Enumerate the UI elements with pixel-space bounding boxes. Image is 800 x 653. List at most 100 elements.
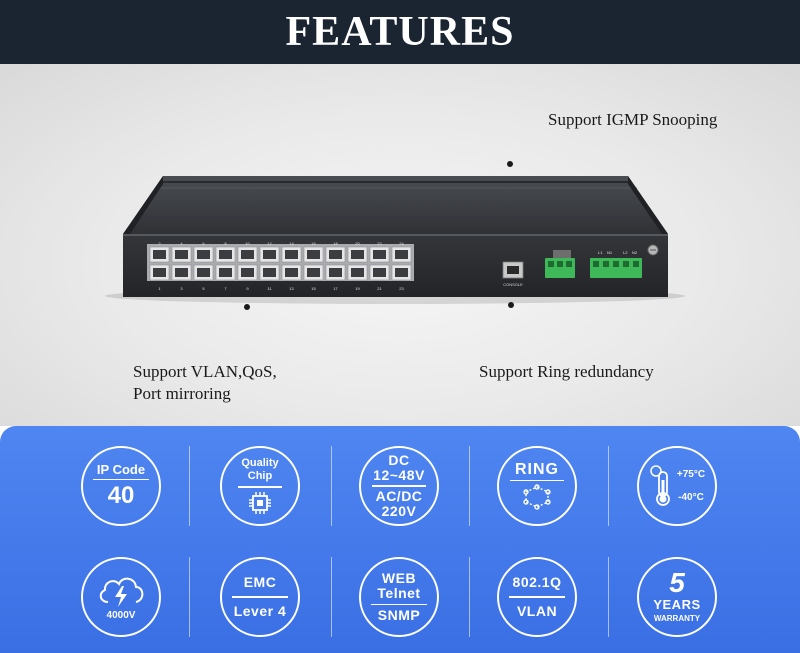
- rj45-port-socket: [395, 268, 408, 277]
- rj45-port-socket: [153, 268, 166, 277]
- port-label-bottom: 17: [333, 286, 338, 291]
- quality-line2: Chip: [247, 470, 273, 483]
- ring-topology-icon: [523, 484, 551, 510]
- port-label-top: 24: [399, 241, 404, 246]
- badge-rule: [371, 603, 427, 606]
- ip-code-title: IP Code: [96, 461, 146, 477]
- vlan-title: 802.1Q: [512, 574, 562, 591]
- rj45-port-socket: [153, 250, 166, 259]
- power-line1: DC: [388, 452, 410, 469]
- port-label-top: 6: [202, 241, 205, 246]
- rj45-port-socket: [307, 250, 320, 259]
- header-bar: FEATURES: [0, 0, 800, 64]
- power-line4: 220V: [381, 502, 417, 519]
- warranty-text: WARRANTY: [653, 614, 701, 623]
- callout-vlan-line2: Port mirroring: [133, 384, 231, 403]
- divider: [189, 557, 190, 637]
- divider: [189, 446, 190, 526]
- temperature-values: +75°C -40°C: [677, 468, 705, 504]
- temperature-badge: +75°C -40°C: [637, 446, 717, 526]
- warranty-badge: 5 YEARS WARRANTY: [637, 557, 717, 637]
- emc-title: EMC: [243, 574, 277, 591]
- badge-rule: [238, 486, 282, 488]
- switch-illustration: 214365871091211141316151817201922212423 …: [105, 176, 685, 304]
- port-label-bottom: 5: [202, 286, 205, 291]
- rj45-port-socket: [373, 268, 386, 277]
- badge-rule: [510, 479, 564, 482]
- product-showcase: Support IGMP Snooping Support VLAN,QoS, …: [0, 64, 800, 426]
- quality-chip-badge: Quality Chip: [220, 446, 300, 526]
- callout-dot-vlan: [244, 304, 250, 310]
- badge-rule: [372, 485, 426, 487]
- port-label-top: 2: [158, 241, 161, 246]
- divider: [608, 557, 609, 637]
- rj45-port-socket: [197, 250, 210, 259]
- badge-rule: [232, 596, 288, 598]
- relay-label-l1: L1: [598, 250, 603, 255]
- divider: [608, 446, 609, 526]
- features-panel: IP Code 40 Quality Chip DC 12~48V AC/DC …: [0, 426, 800, 653]
- divider: [469, 557, 470, 637]
- divider: [331, 557, 332, 637]
- rj45-port-socket: [351, 268, 364, 277]
- port-label-bottom: 23: [399, 286, 404, 291]
- cloud-lightning-icon: [99, 577, 144, 607]
- rj45-port-socket: [241, 250, 254, 259]
- ip-code-value: 40: [107, 482, 135, 510]
- rj45-port-socket: [395, 250, 408, 259]
- emc-value: Lever 4: [233, 602, 287, 619]
- temp-high: +75°C: [676, 469, 706, 480]
- rj45-port-socket: [351, 250, 364, 259]
- power-line3: AC/DC: [375, 487, 423, 504]
- rj45-port-socket: [241, 268, 254, 277]
- divider: [331, 446, 332, 526]
- surge-value: 4000V: [106, 610, 136, 621]
- power-range-badge: DC 12~48V AC/DC 220V: [359, 446, 439, 526]
- port-label-bottom: 13: [289, 286, 294, 291]
- warranty-number: 5: [669, 567, 685, 598]
- switch-top-face: [123, 176, 668, 234]
- temperature-content: +75°C -40°C: [649, 464, 705, 508]
- power-line2: 12~48V: [373, 467, 425, 484]
- warranty-years: YEARS: [653, 597, 701, 612]
- vlan-badge: 802.1Q VLAN: [497, 557, 577, 637]
- rj45-port-socket: [329, 250, 342, 259]
- badge-rule: [509, 596, 565, 598]
- port-label-bottom: 11: [267, 286, 272, 291]
- rj45-port-socket: [307, 268, 320, 277]
- port-label-top: 20: [355, 241, 360, 246]
- port-label-top: 16: [311, 241, 316, 246]
- surge-badge: 4000V: [81, 557, 161, 637]
- divider: [469, 446, 470, 526]
- rj45-port-socket: [219, 250, 232, 259]
- port-label-bottom: 1: [158, 286, 161, 291]
- port-label-bottom: 21: [377, 286, 382, 291]
- port-label-top: 12: [267, 241, 272, 246]
- rj45-port-socket: [175, 268, 188, 277]
- port-label-bottom: 19: [355, 286, 360, 291]
- port-label-top: 18: [333, 241, 338, 246]
- vlan-value: VLAN: [516, 602, 558, 619]
- port-label-bottom: 15: [311, 286, 316, 291]
- page-title: FEATURES: [285, 9, 515, 55]
- rj45-port-socket: [175, 250, 188, 259]
- relay-label-n1: N1: [607, 250, 613, 255]
- quality-line1: Quality: [241, 457, 279, 470]
- rj45-port-socket: [285, 268, 298, 277]
- console-label: CONSOLE: [503, 282, 523, 287]
- management-badge: WEB Telnet SNMP: [359, 557, 439, 637]
- thermometer-icon: [650, 465, 670, 506]
- rj45-port-socket: [285, 250, 298, 259]
- rj45-port-socket: [197, 268, 210, 277]
- ring-title: RING: [515, 460, 559, 478]
- mgmt-line3: SNMP: [377, 607, 421, 624]
- mgmt-line1: WEB: [381, 569, 417, 586]
- callout-ring: Support Ring redundancy: [479, 362, 654, 381]
- relay-label-l2: L2: [623, 250, 628, 255]
- badge-rule: [93, 478, 149, 481]
- mgmt-line2: Telnet: [377, 584, 421, 601]
- rj45-port-socket: [219, 268, 232, 277]
- callout-igmp: Support IGMP Snooping: [548, 110, 718, 129]
- temp-low: -40°C: [678, 492, 704, 503]
